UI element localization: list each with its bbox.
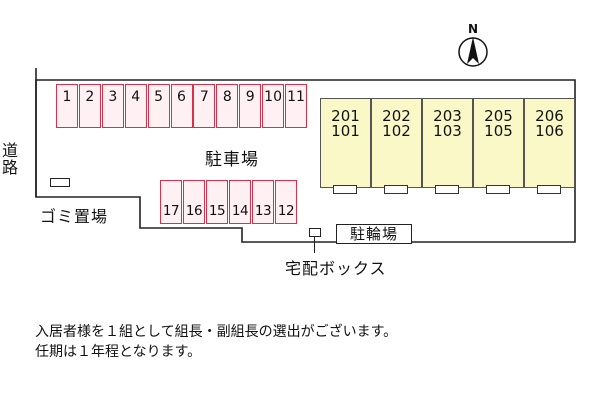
notes: 入居者様を１組として組長・副組長の選出がございます。 任期は１年程となります。 [35, 322, 397, 362]
parking-space: 14 [229, 180, 251, 224]
parking-space: 11 [285, 84, 307, 128]
delivery-box-connector [314, 237, 315, 253]
north-label: N [467, 22, 479, 36]
parking-space: 3 [101, 84, 124, 128]
north-arrow-icon [458, 37, 488, 67]
parking-space: 6 [170, 84, 193, 128]
bicycle-parking-label: 駐輪場 [349, 225, 398, 243]
parking-space: 16 [183, 180, 205, 224]
note-line-1: 入居者様を１組として組長・副組長の選出がございます。 [35, 324, 398, 340]
parking-space: 9 [239, 84, 262, 128]
delivery-box-icon [309, 228, 321, 237]
unit-lower-number: 103 [433, 122, 462, 140]
garbage-box-icon [50, 178, 70, 187]
garbage-label: ゴミ置場 [40, 207, 109, 226]
parking-space: 7 [193, 84, 216, 128]
unit-lower-number: 102 [382, 122, 411, 140]
parking-space: 8 [216, 84, 239, 128]
parking-space: 13 [252, 180, 274, 224]
parking-space: 2 [78, 84, 101, 128]
north-arrow: N [455, 22, 491, 72]
unit-upper-number: 202 [382, 107, 411, 125]
bicycle-parking: 駐輪場 [336, 224, 412, 244]
unit-entrance [333, 185, 357, 194]
parking-space: 17 [160, 180, 182, 224]
parking-space: 12 [275, 180, 297, 224]
delivery-box-label: 宅配ボックス [285, 259, 387, 278]
parking-space: 10 [262, 84, 285, 128]
note-line-2: 任期は１年程となります。 [35, 344, 202, 360]
unit-lower-number: 105 [484, 122, 513, 140]
unit-upper-number: 206 [535, 107, 564, 125]
parking-space: 4 [124, 84, 147, 128]
parking-label: 駐車場 [205, 150, 259, 170]
unit-entrance [435, 185, 459, 194]
unit-lower-number: 106 [535, 122, 564, 140]
parking-space: 15 [206, 180, 228, 224]
parking-space: 1 [56, 84, 78, 128]
unit-entrance [537, 185, 561, 194]
unit-lower-number: 101 [331, 122, 360, 140]
unit-upper-number: 203 [433, 107, 462, 125]
unit-upper-number: 205 [484, 107, 513, 125]
parking-space: 5 [147, 84, 170, 128]
unit-entrance [384, 185, 408, 194]
road-label: 道路 [0, 142, 18, 176]
unit-entrance [486, 185, 510, 194]
unit-upper-number: 201 [331, 107, 360, 125]
